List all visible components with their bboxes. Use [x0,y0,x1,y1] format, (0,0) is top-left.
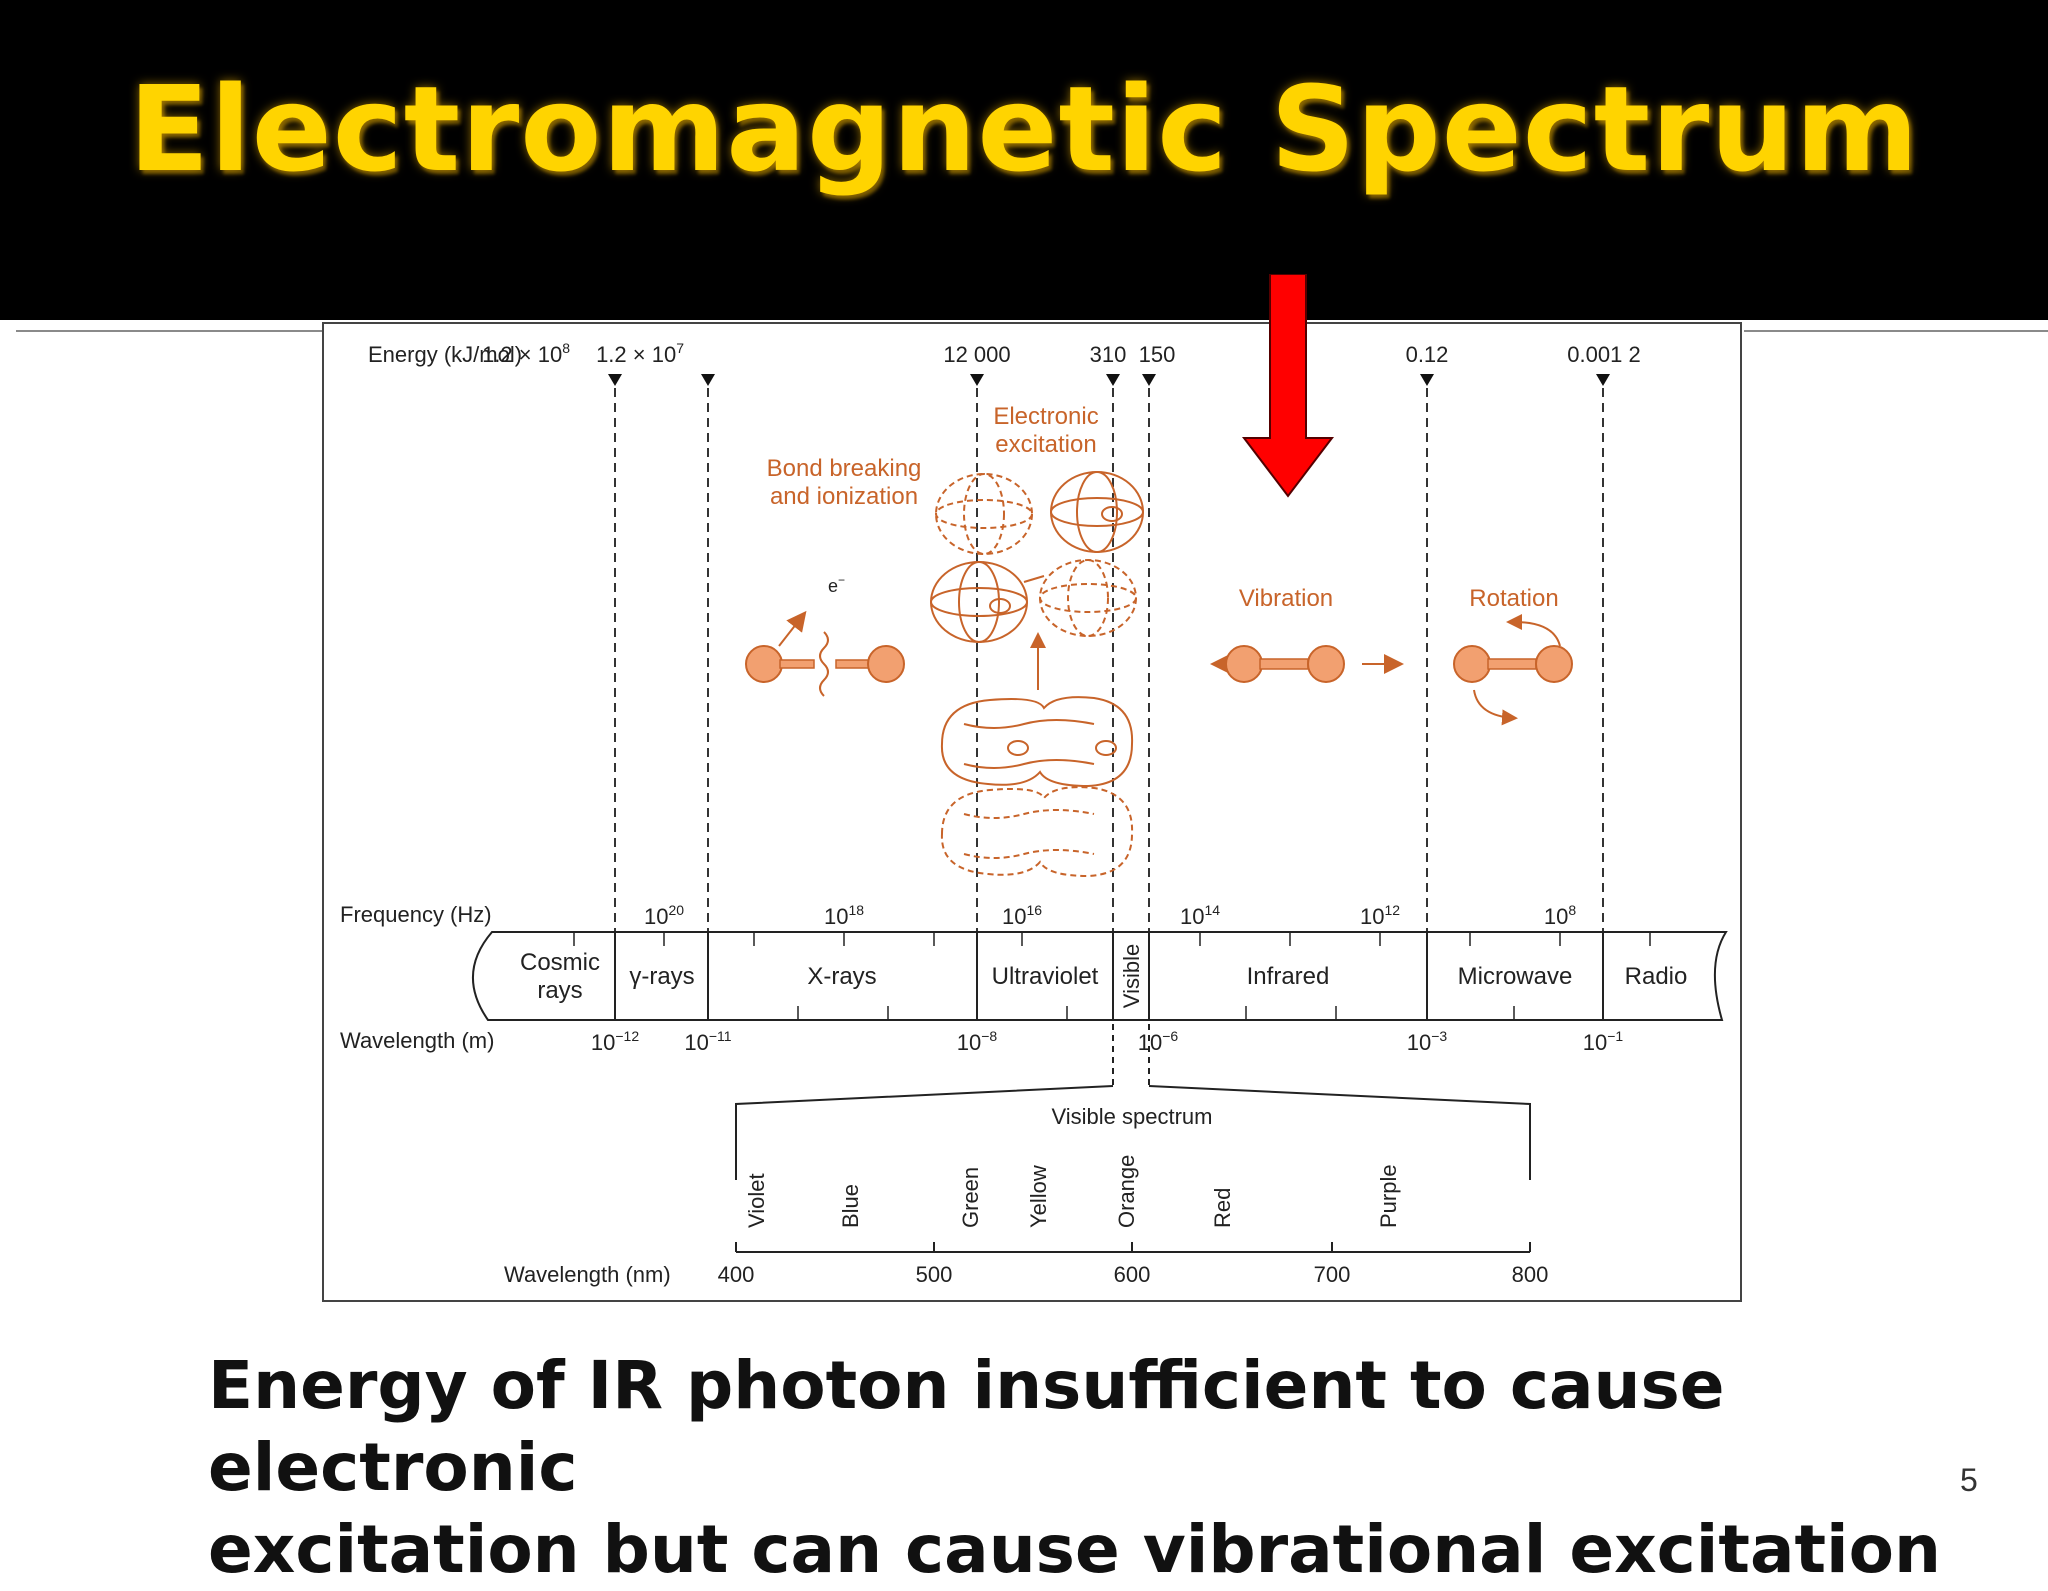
slide-caption: Energy of IR photon insufficient to caus… [208,1345,1948,1591]
color-green: Green [958,1167,983,1228]
energy-tick-5: 0.12 [1406,342,1449,386]
svg-text:0.001 2: 0.001 2 [1567,342,1640,367]
nm-axis-label: Wavelength (nm) [504,1262,671,1287]
red-down-arrow-icon [1241,274,1335,498]
svg-text:12 000: 12 000 [943,342,1010,367]
color-purple: Purple [1376,1164,1401,1228]
freq-tick-label-1: 1018 [824,902,864,929]
freq-tick-label-2: 1016 [1002,902,1042,929]
vibration-label: Vibration [1239,585,1333,612]
energy-tick-3: 310 [1090,342,1127,386]
energy-tick-4: 150 [1139,342,1176,386]
color-red: Red [1210,1188,1235,1228]
region-cosmic: Cosmic [520,949,600,976]
nm-tick-700: 700 [1314,1262,1351,1287]
svg-text:1.2 × 107: 1.2 × 107 [596,340,684,367]
wl-tick-label-3: 10−6 [1138,1028,1179,1055]
spectrum-diagram: Energy (kJ/mol) 1.2 × 108 1.2 × 107 12 0… [340,340,1728,1287]
color-blue: Blue [838,1184,863,1228]
spectrum-band [471,931,1728,1021]
region-microwave: Microwave [1458,963,1573,990]
excitation-label: excitation [995,431,1096,458]
region-gamma-rays: γ-rays [629,963,694,990]
region-radio: Radio [1625,963,1688,990]
freq-tick-label-4: 1012 [1360,902,1400,929]
nm-tick-500: 500 [916,1262,953,1287]
slide-title: Electromagnetic Spectrum [128,60,1920,198]
electron-label: e− [828,573,845,596]
divider-right [1744,330,2048,332]
visible-spectrum-label: Visible spectrum [1052,1104,1213,1129]
nm-tick-800: 800 [1512,1262,1549,1287]
divider-left [16,330,324,332]
spectrum-figure: Energy (kJ/mol) 1.2 × 108 1.2 × 107 12 0… [322,322,1742,1302]
frequency-axis-label: Frequency (Hz) [340,902,492,927]
nm-tick-400: 400 [718,1262,755,1287]
rotation-molecule [1453,614,1573,726]
ionization-illustration: e− [745,573,905,697]
wl-tick-label-1: 10−11 [684,1028,731,1055]
wl-tick-label-5: 10−1 [1583,1028,1624,1055]
energy-tick-6: 0.001 2 [1567,342,1641,386]
color-yellow: Yellow [1026,1165,1051,1228]
wl-tick-label-2: 10−8 [957,1028,998,1055]
energy-tick-1: 1.2 × 107 [596,340,715,386]
visible-expansion-bracket [735,1024,1531,1180]
color-orange: Orange [1114,1155,1139,1228]
svg-text:310: 310 [1090,342,1127,367]
svg-text:150: 150 [1139,342,1176,367]
title-band [0,0,2048,320]
energy-tick-2: 12 000 [943,342,1011,386]
bond-breaking-label: Bond breaking [767,455,922,482]
ionization-label: and ionization [770,483,918,510]
region-infrared: Infrared [1247,963,1330,990]
nm-tick-600: 600 [1114,1262,1151,1287]
page-number: 5 [1960,1462,1978,1498]
wl-tick-label-4: 10−3 [1407,1028,1448,1055]
energy-tick-0: 1.2 × 108 [482,340,622,386]
color-violet: Violet [744,1173,769,1228]
orbital-illustration [930,471,1144,878]
region-rays: rays [537,977,582,1004]
region-visible: Visible [1119,944,1144,1008]
region-ultraviolet: Ultraviolet [992,963,1099,990]
electronic-label: Electronic [993,403,1098,430]
region-x-rays: X-rays [807,963,876,990]
wavelength-axis-label: Wavelength (m) [340,1028,494,1053]
freq-tick-label-3: 1014 [1180,902,1220,929]
energy-axis-label: Energy (kJ/mol) [368,342,522,367]
nm-axis [735,1242,1531,1253]
caption-line-2: excitation but can cause vibrational exc… [208,1511,1941,1588]
freq-tick-label-0: 1020 [644,902,684,929]
freq-tick-label-5: 108 [1544,902,1576,929]
svg-text:1.2 × 108: 1.2 × 108 [482,340,570,367]
rotation-label: Rotation [1469,585,1558,612]
svg-text:0.12: 0.12 [1406,342,1449,367]
vibration-molecule [1210,645,1404,683]
wl-tick-label-0: 10−12 [591,1028,639,1055]
caption-line-1: Energy of IR photon insufficient to caus… [208,1347,1725,1506]
